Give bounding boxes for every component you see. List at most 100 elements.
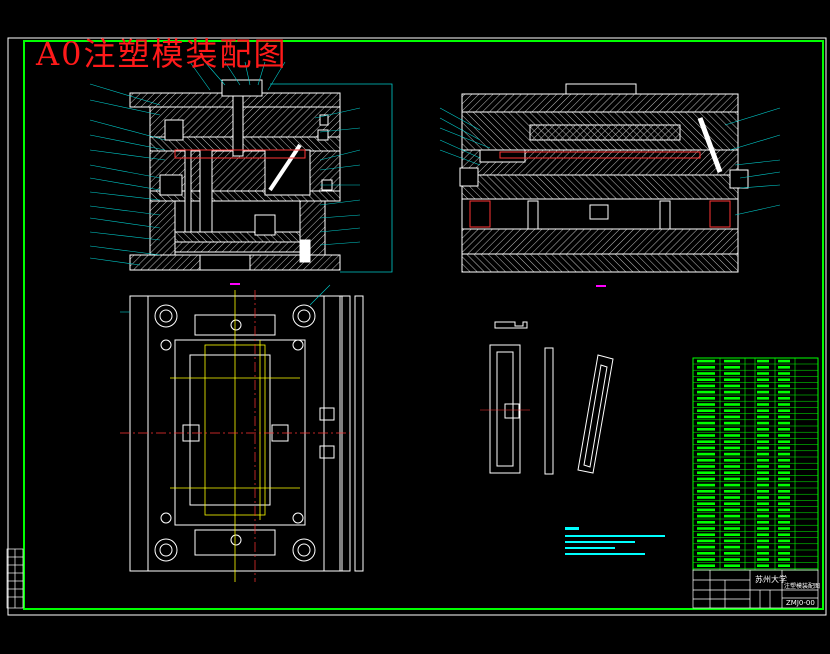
parts-list-cell-mark	[697, 539, 715, 543]
parts-list-cell-mark	[757, 409, 769, 412]
parts-list-cell-mark	[697, 496, 715, 499]
parts-list-cell-mark	[724, 415, 740, 419]
parts-list-cell-mark	[697, 533, 715, 536]
parts-list-cell-mark	[697, 366, 715, 369]
parts-list-cell-mark	[697, 390, 715, 394]
parts-list-cell-mark	[724, 508, 740, 512]
parts-list-cell-mark	[724, 384, 740, 388]
parts-list-cell-mark	[697, 521, 715, 524]
parts-list-cell-mark	[757, 440, 769, 443]
parts-list-cell-mark	[778, 521, 790, 524]
parts-list-cell-mark	[697, 403, 715, 406]
parts-list-cell-mark	[778, 434, 790, 437]
parts-list-cell-mark	[757, 384, 769, 388]
parts-list-cell-mark	[724, 465, 740, 468]
parts-list-cell-mark	[697, 428, 715, 431]
parts-list-cell-mark	[757, 390, 769, 394]
parts-list-cell-mark	[778, 558, 790, 561]
parts-list-cell-mark	[697, 397, 715, 400]
parts-list-cell-mark	[757, 545, 769, 549]
parts-list-cell-mark	[724, 490, 740, 493]
parts-list-cell-mark	[697, 452, 715, 456]
parts-list-cell-mark	[724, 434, 740, 437]
parts-list-cell-mark	[757, 465, 769, 468]
parts-list-cell-mark	[757, 446, 769, 450]
parts-list-cell-mark	[757, 508, 769, 512]
parts-list-cell-mark	[778, 397, 790, 400]
parts-list-cell-mark	[778, 421, 790, 425]
parts-list-cell-mark	[778, 403, 790, 406]
parts-list-cell-mark	[778, 440, 790, 443]
parts-list-cell-mark	[778, 483, 790, 487]
parts-list-cell-mark	[757, 471, 769, 474]
parts-list-cell-mark	[757, 477, 769, 481]
parts-list-cell-mark	[757, 378, 769, 381]
drawing-title: A0注塑模装配图	[36, 35, 288, 73]
parts-list-cell-mark	[724, 403, 740, 406]
parts-list-cell-mark	[697, 508, 715, 512]
parts-list-cell-mark	[724, 477, 740, 481]
parts-list-cell-mark	[778, 390, 790, 394]
parts-list-cell-mark	[724, 366, 740, 369]
parts-list-cell-mark	[724, 514, 740, 518]
parts-list-cell-mark	[724, 483, 740, 487]
parts-list-cell-mark	[697, 459, 715, 462]
parts-list-cell-mark	[724, 446, 740, 450]
parts-list-cell-mark	[724, 378, 740, 381]
parts-list-cell-mark	[757, 366, 769, 369]
parts-list-cell-mark	[757, 421, 769, 425]
parts-list-cell-mark	[757, 359, 769, 363]
parts-list-cell-mark	[724, 502, 740, 505]
parts-list-cell-mark	[778, 459, 790, 462]
parts-list-cell-mark	[697, 372, 715, 375]
parts-list-cell-mark	[697, 409, 715, 412]
parts-list-cell-mark	[697, 415, 715, 419]
parts-list-cell-mark	[724, 471, 740, 474]
parts-list-cell-mark	[697, 558, 715, 561]
parts-list-cell-mark	[757, 514, 769, 518]
parts-list-cell-mark	[724, 539, 740, 543]
parts-list-cell-mark	[778, 366, 790, 369]
parts-list-cell-mark	[778, 359, 790, 363]
parts-list-cell-mark	[757, 452, 769, 456]
parts-list-cell-mark	[778, 514, 790, 518]
parts-list-cell-mark	[778, 496, 790, 499]
parts-list-cell-mark	[778, 545, 790, 549]
parts-list-cell-mark	[697, 384, 715, 388]
parts-list-cell-mark	[697, 527, 715, 530]
parts-list-cell-mark	[757, 502, 769, 505]
parts-list-cell-mark	[778, 446, 790, 450]
parts-list-cell-mark	[757, 434, 769, 437]
parts-list-cell-mark	[778, 564, 790, 567]
parts-list-cell-mark	[778, 452, 790, 456]
title-block-drawing-name: 注塑模装配图	[784, 583, 821, 590]
parts-list-cell-mark	[724, 428, 740, 431]
parts-list-table	[692, 357, 819, 571]
parts-list-cell-mark	[697, 564, 715, 567]
parts-list-cell-mark	[724, 564, 740, 567]
parts-list-cell-mark	[778, 527, 790, 530]
parts-list-cell-mark	[697, 552, 715, 555]
parts-list-cell-mark	[724, 409, 740, 412]
parts-list-cell-mark	[757, 527, 769, 530]
parts-list-cell-mark	[778, 372, 790, 375]
parts-list-cell-mark	[778, 415, 790, 419]
parts-list-cell-mark	[697, 483, 715, 487]
parts-list-cell-mark	[697, 471, 715, 474]
parts-list-cell-mark	[757, 483, 769, 487]
parts-list-cell-mark	[757, 521, 769, 524]
parts-list-cell-mark	[697, 490, 715, 493]
parts-list-cell-mark	[697, 359, 715, 363]
parts-list-cell-mark	[778, 465, 790, 468]
parts-list-cell-mark	[778, 409, 790, 412]
parts-list-cell-mark	[724, 521, 740, 524]
parts-list-cell-mark	[778, 533, 790, 536]
parts-list-cell-mark	[778, 428, 790, 431]
parts-list-cell-mark	[778, 539, 790, 543]
parts-list-cell-mark	[724, 372, 740, 375]
parts-list-cell-mark	[757, 539, 769, 543]
parts-list-cell-mark	[757, 490, 769, 493]
parts-list-cell-mark	[757, 459, 769, 462]
parts-list-cell-mark	[757, 533, 769, 536]
